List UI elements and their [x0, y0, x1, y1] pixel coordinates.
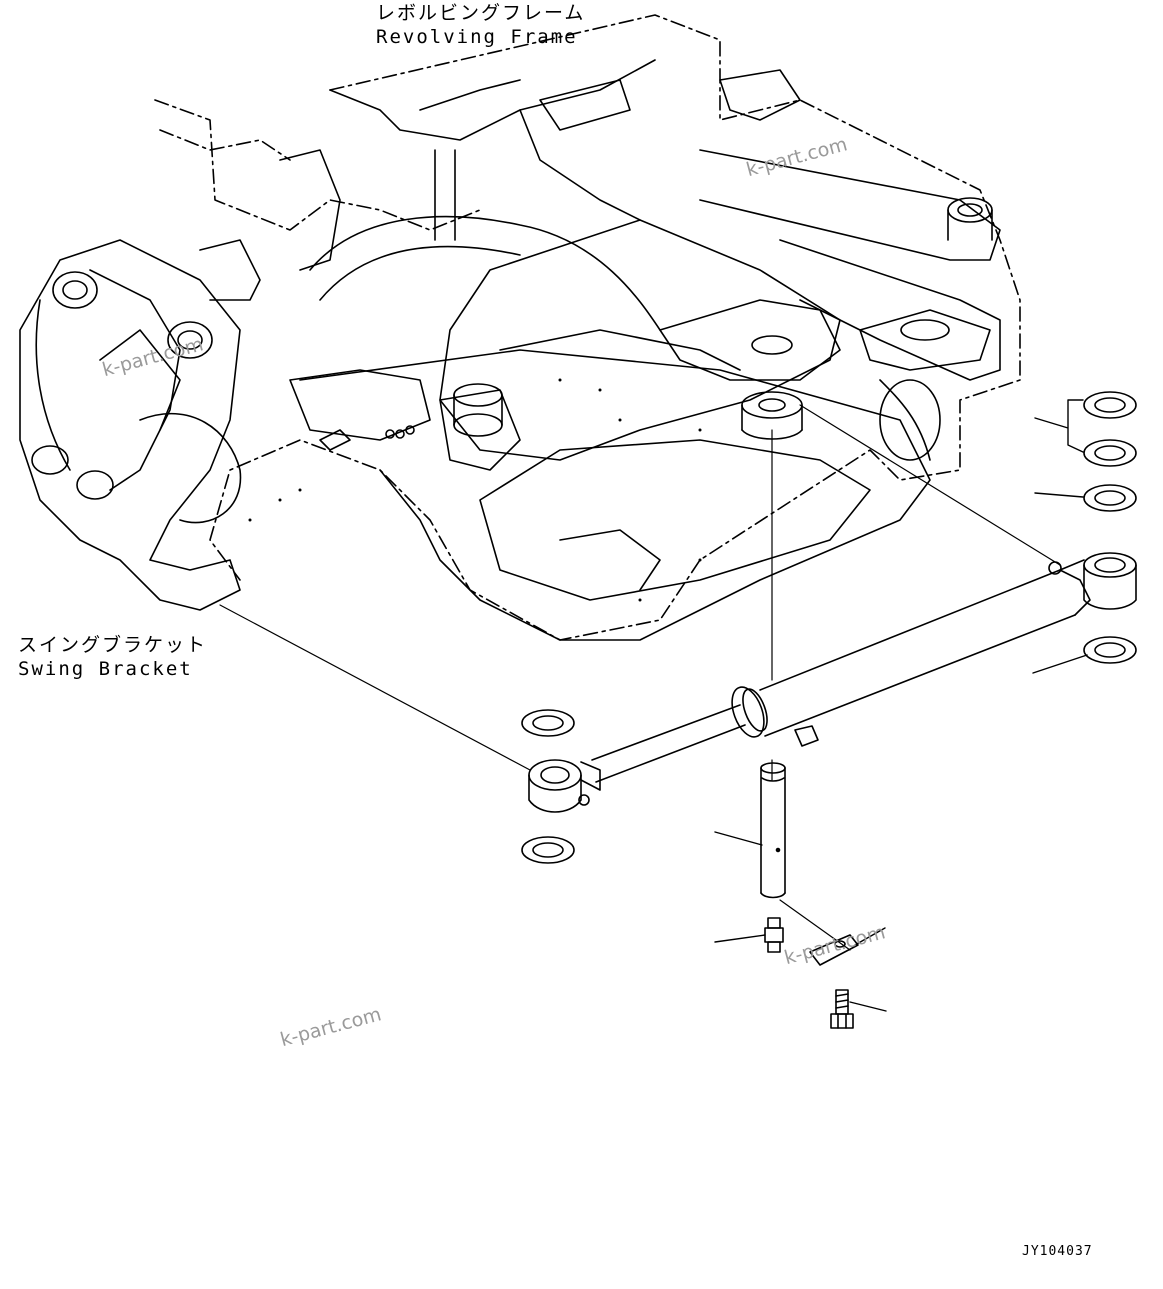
washer-right-3: [1083, 484, 1137, 512]
leader-washer-4: [1032, 654, 1088, 674]
washer-upper-left: [521, 709, 575, 737]
revolving-frame-drawing: [19, 14, 1021, 641]
washer-right-4: [1083, 636, 1137, 664]
leader-washer-pair: [1034, 399, 1084, 453]
assembly-leader-lines: [219, 404, 1061, 951]
callout-leaders: [714, 399, 1088, 1012]
leader-bolt: [849, 1001, 887, 1012]
revolving-frame-label-en: Revolving Frame: [376, 26, 578, 48]
pin-and-fasteners: [760, 762, 859, 1029]
leader-washer-3: [1034, 492, 1084, 498]
shim-washers: [521, 391, 1137, 864]
washer-lower-left: [521, 836, 575, 864]
drawing-code: JY104037: [1022, 1244, 1093, 1259]
swing-bracket-label-jp: スイングブラケット: [18, 634, 208, 656]
washer-right-1: [1083, 391, 1137, 419]
swing-cylinder: [528, 552, 1137, 813]
washer-right-2: [1083, 439, 1137, 467]
upper-pin-boss: [741, 391, 803, 440]
leader-grease-fitting: [714, 934, 766, 943]
swing-bracket-label-en: Swing Bracket: [18, 658, 193, 680]
leader-lock-plate: [854, 927, 886, 946]
revolving-frame-label-jp: レボルビングフレーム: [376, 2, 586, 24]
leader-pin: [714, 831, 763, 846]
